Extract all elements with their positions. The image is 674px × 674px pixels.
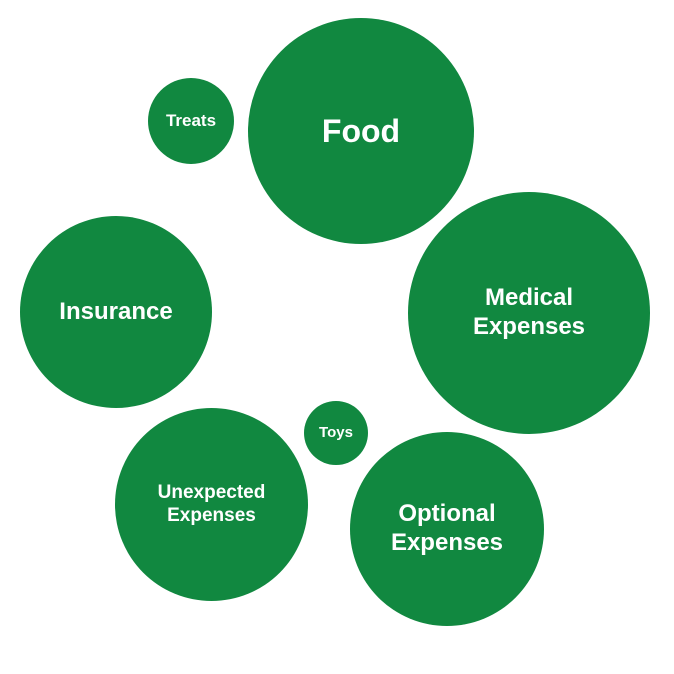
bubble-toys: Toys — [304, 401, 368, 465]
bubble-treats: Treats — [148, 78, 234, 164]
bubble-insurance: Insurance — [20, 216, 212, 408]
bubble-label-toys: Toys — [319, 424, 353, 441]
bubble-optional-expenses: Optional Expenses — [350, 432, 544, 626]
bubble-label-treats: Treats — [165, 110, 217, 130]
bubble-label-optional-expenses: Optional Expenses — [390, 500, 504, 556]
bubble-unexpected-expenses: Unexpected Expenses — [115, 408, 308, 601]
bubble-label-insurance: Insurance — [59, 297, 173, 325]
bubble-label-food: Food — [321, 112, 401, 149]
bubble-label-unexpected-expenses: Unexpected Expenses — [157, 481, 266, 526]
bubble-medical-expenses: Medical Expenses — [408, 192, 650, 434]
bubble-label-medical-expenses: Medical Expenses — [472, 284, 586, 340]
bubble-food: Food — [248, 18, 474, 244]
